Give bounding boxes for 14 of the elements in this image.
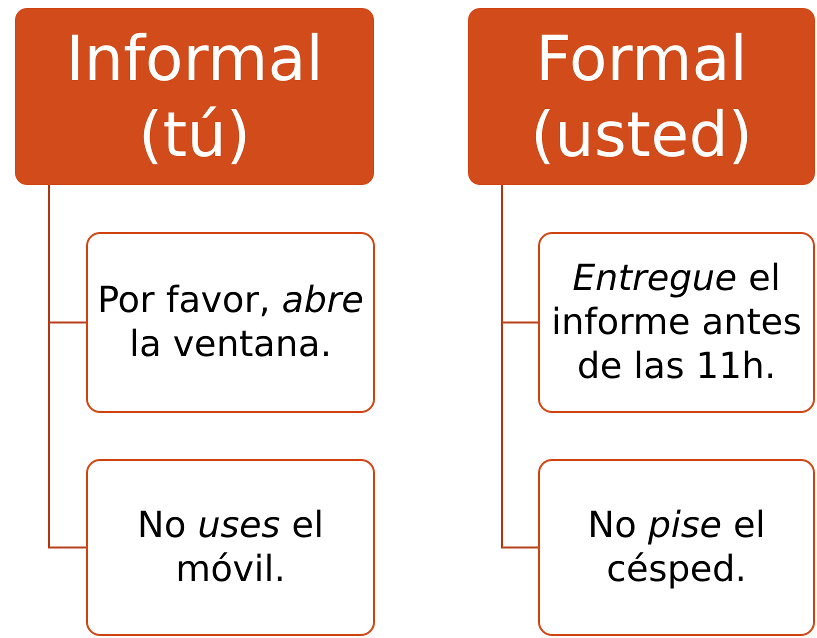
connector-line <box>48 185 86 548</box>
example-box <box>538 232 815 413</box>
example-box <box>86 232 375 413</box>
title-text: Informal (tú) <box>64 20 324 172</box>
example-sentence: Por favor, abre la ventana. <box>96 278 365 366</box>
example-box <box>86 459 375 636</box>
title-box <box>15 8 374 185</box>
example-box <box>538 459 815 636</box>
example-sentence: No pise el césped. <box>586 504 766 592</box>
example-sentence: No uses el móvil. <box>136 504 325 592</box>
title-box <box>468 8 815 185</box>
connector-line <box>501 185 538 548</box>
title-text: Formal (usted) <box>530 20 754 172</box>
example-sentence: Entregue el informe antes de las 11h. <box>550 256 803 388</box>
